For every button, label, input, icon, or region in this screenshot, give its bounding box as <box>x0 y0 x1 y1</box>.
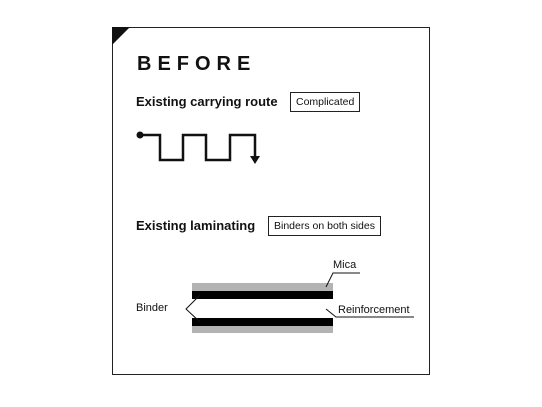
route-tag: Complicated <box>290 92 361 112</box>
laminating-heading: Existing laminating <box>136 218 256 233</box>
route-arrow-icon <box>250 156 260 164</box>
reinforcement-label: Reinforcement <box>338 304 410 316</box>
mica-layer-top <box>192 283 333 291</box>
binder-layer-top <box>192 291 333 299</box>
laminating-tag: Binders on both sides <box>268 216 381 236</box>
binder-layer-bottom <box>192 318 333 326</box>
corner-fold-icon <box>112 27 130 45</box>
reinforcement-leader <box>325 308 414 318</box>
binder-leader <box>185 294 201 323</box>
mica-label: Mica <box>333 259 357 271</box>
page-title: BEFORE <box>137 53 257 75</box>
reinforcement-layer <box>192 299 333 318</box>
route-heading: Existing carrying route <box>136 94 278 109</box>
binder-label: Binder <box>136 302 168 314</box>
route-path <box>140 133 257 162</box>
mica-leader <box>325 272 360 288</box>
mica-layer-bottom <box>192 326 333 333</box>
